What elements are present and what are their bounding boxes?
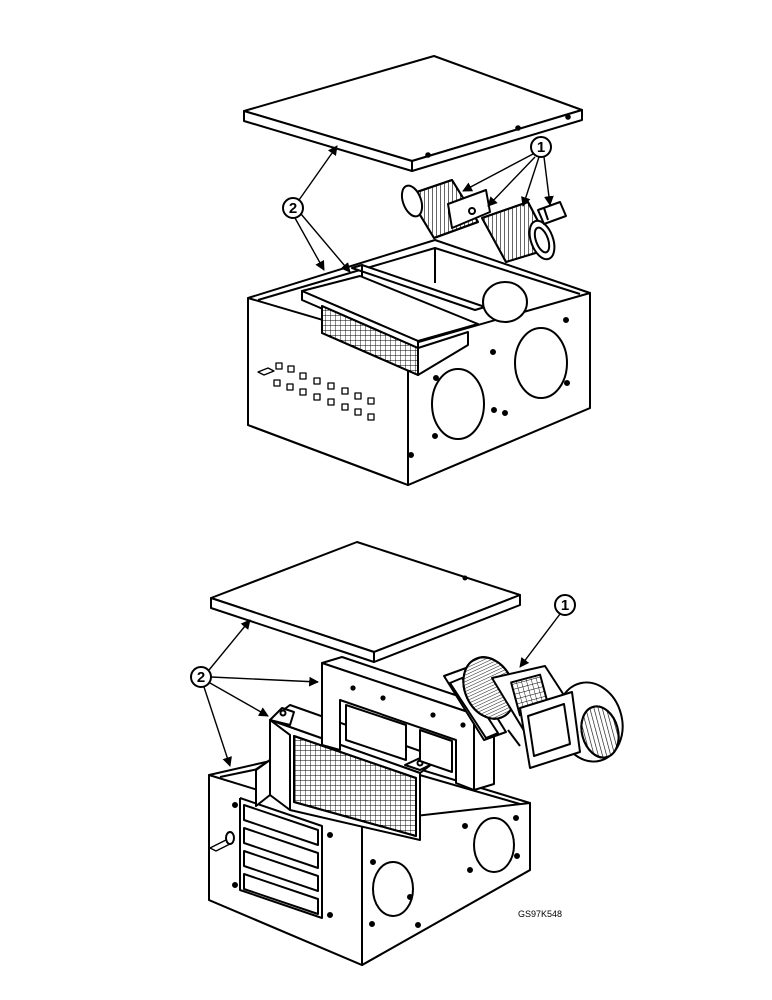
top-blower: [400, 179, 567, 263]
bottom-rear-panel: [321, 656, 495, 791]
top-connector-panel: [257, 362, 375, 421]
top-filter: [301, 275, 479, 376]
top-callout-1-label: 1: [537, 139, 545, 156]
bottom-callout-2-label: 2: [197, 669, 205, 686]
bottom-callout-1-label: 1: [561, 597, 569, 614]
bottom-louvers: [239, 797, 323, 919]
bottom-callout-2: 2: [190, 619, 319, 767]
top-callout-1: 1: [462, 136, 554, 207]
bottom-callout-1: 1: [519, 594, 576, 668]
top-callout-2-label: 2: [289, 200, 297, 217]
top-assembly: 1 2: [243, 55, 591, 486]
bottom-assembly: 1 2: [190, 541, 624, 966]
bottom-blower: [443, 656, 624, 769]
figure-id: GS97K548: [518, 909, 562, 919]
top-callout-2: 2: [282, 145, 351, 273]
top-lid: [243, 55, 583, 172]
bottom-lid: [210, 541, 521, 663]
